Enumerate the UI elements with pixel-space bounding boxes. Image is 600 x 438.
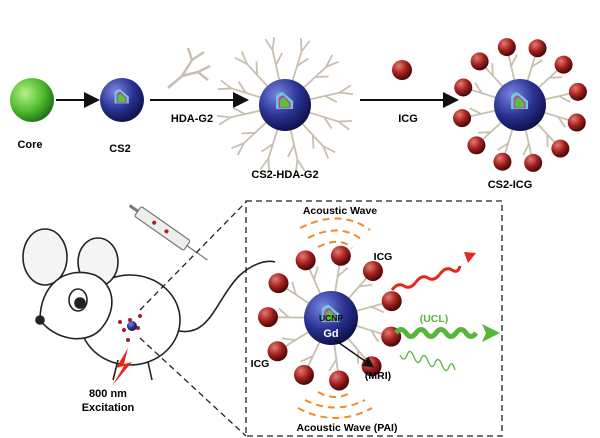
tumor-dots — [118, 314, 142, 342]
mouse-illustration — [22, 228, 276, 381]
dendron-branch — [303, 54, 339, 88]
core-layer — [515, 97, 525, 108]
mri-label: (MRI) — [365, 370, 391, 382]
core-label: Core — [17, 139, 42, 151]
zoom-line-top — [139, 201, 247, 311]
detail-particle — [258, 245, 402, 391]
icg-ball — [493, 152, 512, 171]
ucnp-label: UCNP — [319, 313, 343, 323]
zoom-box — [245, 200, 503, 437]
dendron-branch — [310, 84, 354, 103]
icg-ball — [454, 78, 473, 97]
cs2-particle — [100, 78, 144, 122]
ucl-emission-arrow — [393, 327, 479, 339]
dendron-branch — [264, 36, 283, 80]
icg-label-top: ICG — [374, 251, 393, 263]
dendron-icon — [167, 47, 211, 89]
icg-ball — [329, 370, 350, 391]
icg-ball — [467, 136, 486, 155]
gd-label: Gd — [323, 328, 338, 340]
dendron-branch — [217, 79, 261, 99]
core-sphere — [10, 78, 54, 122]
dendron-branch — [291, 37, 311, 81]
icg-ball — [497, 38, 516, 57]
syringe-icon — [128, 204, 208, 261]
excitation-label: Excitation — [82, 402, 135, 414]
cs2-hda-g2-particle — [216, 36, 354, 174]
icg-ball — [568, 82, 587, 101]
icg-ball — [267, 341, 288, 362]
icg-ball — [524, 153, 543, 172]
core-layer — [325, 310, 336, 321]
icg-ball — [453, 109, 472, 128]
icg-ball — [551, 139, 570, 158]
icg-ball — [528, 39, 547, 58]
icg-ball — [554, 55, 573, 74]
dendron-branch — [216, 107, 260, 126]
dendron-branch — [259, 129, 279, 173]
green-thin-wave — [399, 350, 456, 372]
ucl-arrowhead — [482, 324, 500, 342]
acoustic-wave-pai-label: Acoustic Wave (PAI) — [297, 422, 398, 434]
dendron-branch — [287, 130, 306, 174]
icg-label-left: ICG — [251, 358, 270, 370]
icg-ball — [470, 52, 489, 71]
cs2-hda-g2-label: CS2-HDA-G2 — [251, 169, 318, 181]
acoustic-wave-label: Acoustic Wave — [303, 205, 377, 217]
icg-label: ICG — [398, 113, 418, 125]
icg-molecule — [392, 60, 412, 80]
icg-ball — [362, 260, 383, 281]
cs2-icg-label: CS2-ICG — [488, 179, 533, 191]
red-emission-arrow — [390, 265, 462, 291]
core-layer — [280, 97, 290, 108]
dendron-branch — [234, 51, 268, 87]
dendron-branch — [302, 123, 336, 159]
cs2-label: CS2 — [109, 143, 130, 155]
red-arrowhead — [464, 252, 476, 263]
ucl-label: (UCL) — [420, 313, 449, 325]
cs2-icg-particle — [453, 38, 587, 172]
hda-g2-label: HDA-G2 — [171, 113, 213, 125]
icg-ball — [294, 364, 315, 385]
icg-ball — [330, 245, 351, 266]
zoom-line-bottom — [139, 337, 247, 437]
icg-ball — [567, 113, 586, 132]
mri-arrow — [334, 339, 375, 368]
dendron-branch — [309, 111, 353, 131]
dendron-branch — [231, 122, 267, 156]
icg-ball — [381, 291, 402, 312]
core-layer — [117, 93, 126, 103]
icg-ball — [295, 250, 316, 271]
acoustic-wave-top — [299, 217, 371, 249]
icg-ball — [258, 307, 279, 328]
acoustic-wave-bottom — [297, 391, 373, 419]
excitation-wavelength: 800 nm — [89, 388, 127, 400]
tumor-particle — [127, 321, 137, 331]
icg-ball — [268, 273, 289, 294]
